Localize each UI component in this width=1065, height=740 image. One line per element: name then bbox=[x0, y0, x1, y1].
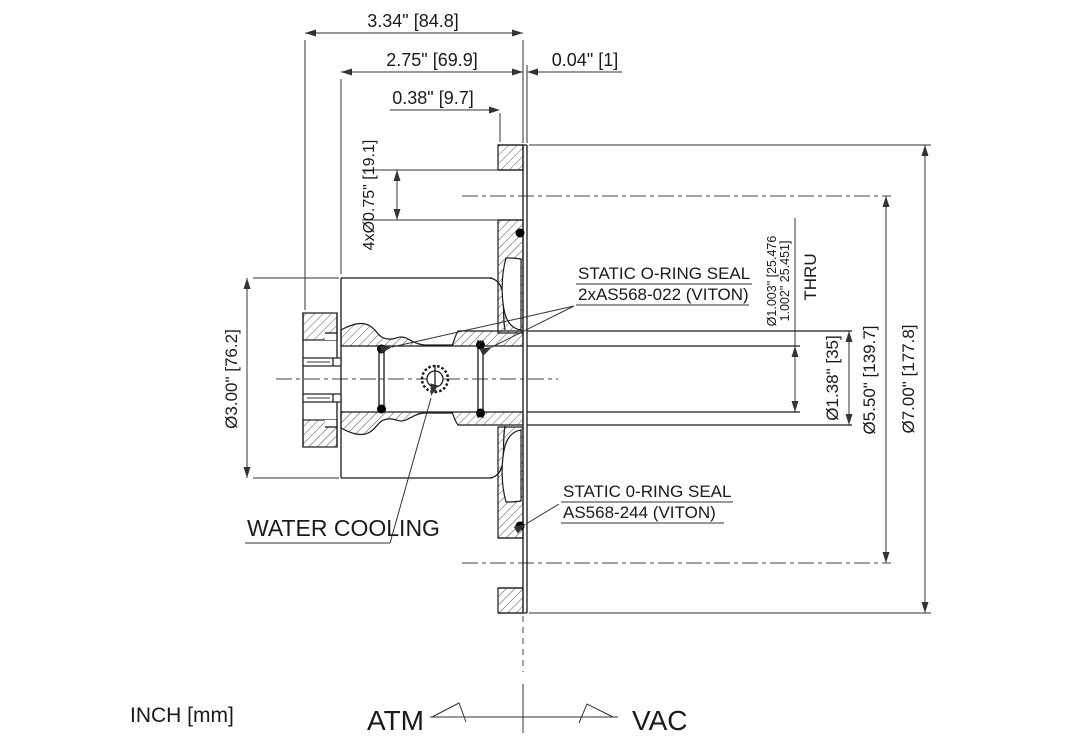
oring-tube-label-line1: STATIC O-RING SEAL bbox=[578, 264, 750, 283]
gland-nut bbox=[302, 312, 342, 448]
oring-flange-label-line1: STATIC 0-RING SEAL bbox=[563, 482, 731, 501]
body-collar-top bbox=[340, 322, 453, 347]
flange-cross-section bbox=[497, 144, 528, 614]
dim-body-diameter: Ø3.00" [76.2] bbox=[222, 277, 339, 479]
water-cooling-label: WATER COOLING bbox=[247, 515, 440, 541]
oring-flange-label-line2: AS568-244 (VITON) bbox=[563, 503, 716, 522]
dim-bore-diameter: Ø1.003" [25.476 1.002" 25.451] THRU bbox=[765, 218, 820, 412]
dim-bore-line2: 1.002" 25.451] bbox=[778, 241, 792, 322]
units-note: INCH [mm] bbox=[130, 704, 234, 727]
oring-tube-label-line2: 2xAS568-022 (VITON) bbox=[578, 285, 749, 304]
callout-oring-flange: STATIC 0-RING SEAL AS568-244 (VITON) bbox=[513, 482, 733, 534]
dim-bolt-holes: 4xØ0.75" [19.1] bbox=[361, 140, 498, 251]
atm-vac-indicator: ATM VAC bbox=[367, 684, 688, 736]
oring-244-top bbox=[515, 228, 525, 238]
dim-bolt-circle: Ø5.50" [139.7] bbox=[860, 196, 890, 563]
tube-weld-walls bbox=[451, 330, 524, 426]
dim-body-diameter-label: Ø3.00" [76.2] bbox=[222, 329, 241, 429]
dim-overall-length: 3.34" [84.8] bbox=[304, 11, 524, 310]
dim-tube-diameter: Ø1.38" [35] bbox=[823, 331, 853, 425]
dim-body-length: 2.75" [69.9] bbox=[340, 50, 523, 274]
dim-flange-diameter: Ø7.00" [177.8] bbox=[529, 144, 931, 614]
dim-body-length-label: 2.75" [69.9] bbox=[386, 50, 477, 70]
dim-face-lip-label: 0.04" [1] bbox=[552, 50, 618, 70]
dim-overall-length-label: 3.34" [84.8] bbox=[367, 11, 458, 31]
dim-flange-thickness-label: 0.38" [9.7] bbox=[392, 88, 473, 108]
body-cross-section bbox=[340, 277, 506, 479]
dim-flange-diameter-label: Ø7.00" [177.8] bbox=[899, 324, 918, 433]
flange-neck-relief-top bbox=[501, 257, 522, 331]
callout-oring-tube: STATIC O-RING SEAL 2xAS568-022 (VITON) bbox=[379, 264, 752, 356]
dim-bore-thru: THRU bbox=[801, 253, 820, 300]
atm-flow-pennant bbox=[431, 702, 467, 723]
centerlines bbox=[276, 195, 891, 672]
callout-water-cooling: WATER COOLING bbox=[245, 383, 440, 544]
dim-flange-thickness: 0.38" [9.7] bbox=[390, 88, 501, 142]
dim-bolt-holes-label: 4xØ0.75" [19.1] bbox=[361, 140, 378, 251]
dim-face-lip: 0.04" [1] bbox=[526, 50, 622, 143]
dim-bore-line1: Ø1.003" [25.476 bbox=[765, 236, 779, 327]
dim-bolt-circle-label: Ø5.50" [139.7] bbox=[860, 325, 879, 434]
dim-tube-diameter-label: Ø1.38" [35] bbox=[823, 335, 842, 420]
vac-label: VAC bbox=[632, 705, 688, 736]
vac-flow-pennant bbox=[578, 703, 614, 724]
atm-label: ATM bbox=[367, 705, 424, 736]
tube-vacuum-side bbox=[527, 330, 852, 426]
flange-neck-relief-bottom bbox=[501, 429, 522, 503]
water-cooling-port bbox=[420, 364, 450, 394]
units-note-label: INCH [mm] bbox=[130, 704, 234, 727]
body-collar-bottom bbox=[340, 411, 453, 436]
